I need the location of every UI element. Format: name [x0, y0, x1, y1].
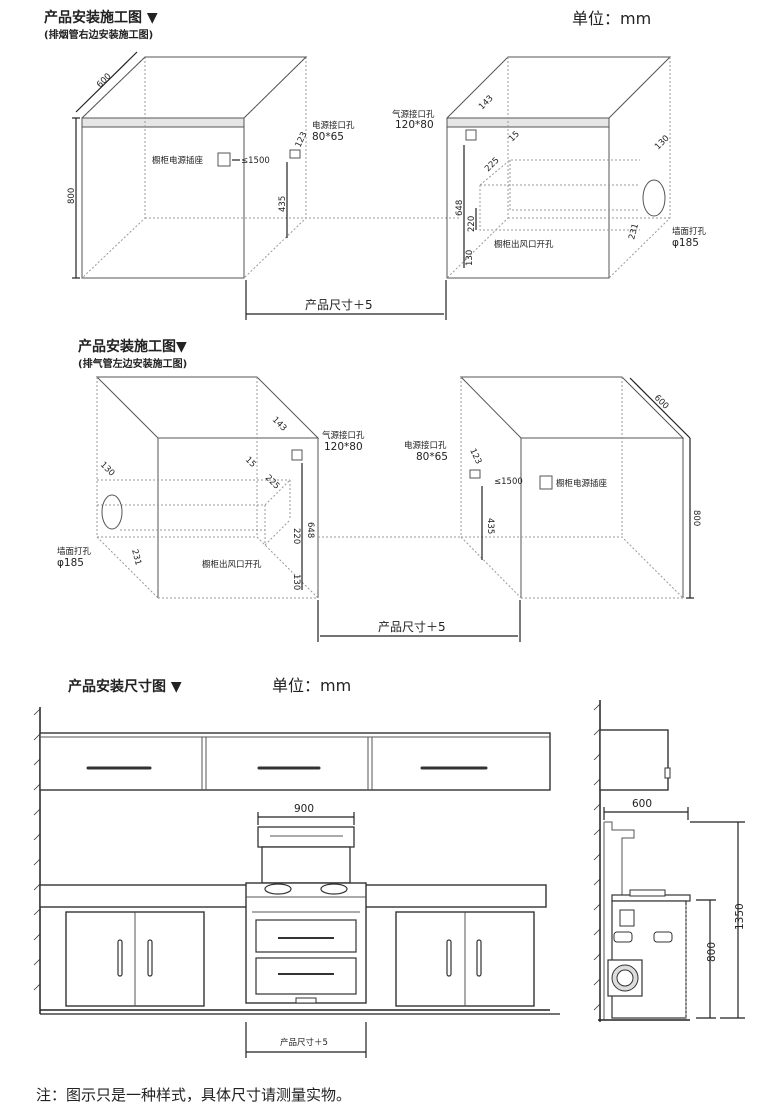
- dim-435: 435: [278, 196, 288, 212]
- section-2-title: 产品安装施工图▼: [78, 338, 187, 355]
- wall-hole-label: 墙面打孔: [672, 226, 707, 237]
- side-total-height-label: 1350: [734, 903, 746, 930]
- power-socket-label-2: 橱柜电源插座: [556, 478, 608, 489]
- dim-130-bottom-2: 130: [291, 574, 301, 590]
- power-socket-icon-2: [539, 475, 553, 490]
- section-1-left-cabinet: 800 600 橱柜电源插座 ≤1500 电源接口孔 80*65 123 435: [67, 51, 460, 279]
- dim-123-2: 123: [467, 447, 483, 466]
- burner-left-icon: [264, 883, 292, 895]
- section-1-right-exhaust: 产品安装施工图 ▼ (排烟管右边安装施工图) 单位：mm 800 600 橱柜电…: [44, 9, 707, 320]
- wall-hole-icon-2: [101, 494, 123, 530]
- front-view: 900 产品尺寸＋5: [33, 707, 560, 1058]
- dim-648-2: 648: [305, 522, 315, 538]
- gas-hole-icon-2: [291, 449, 303, 461]
- side-depth-label: 600: [632, 798, 652, 810]
- gas-hole-size: 120*80: [395, 119, 434, 131]
- outlet-label: 橱柜出风口开孔: [494, 239, 554, 250]
- section-2-right-cabinet: 600 800 电源接口孔 80*65 123 435 ≤1500 橱柜电源插座: [318, 376, 701, 599]
- side-upper-cabinet: [599, 729, 669, 791]
- left-cabinet-height: 800: [67, 188, 77, 204]
- oven-door-upper: [255, 919, 357, 953]
- dim-143: 143: [477, 94, 496, 113]
- section-1-subtitle: (排烟管右边安装施工图): [44, 28, 153, 41]
- section-2-gap-label: 产品尺寸＋5: [378, 620, 446, 634]
- power-hole-icon-2: [469, 469, 481, 479]
- section-1-unit: 单位：mm: [572, 9, 651, 28]
- section-2-left-cabinet: 气源接口孔 120*80 143 15 225 130 648 220 130 …: [57, 376, 365, 599]
- dim-123: 123: [294, 130, 310, 149]
- section-1-gap-label: 产品尺寸＋5: [305, 298, 373, 312]
- footer-note: 注：图示只是一种样式，具体尺寸请测量实物。: [36, 1086, 351, 1104]
- section-3-unit: 单位：mm: [272, 676, 351, 695]
- side-height-label: 800: [706, 942, 718, 962]
- dim-231: 231: [627, 223, 641, 241]
- burner-right-icon: [320, 883, 348, 895]
- socket-height: ≤1500: [241, 156, 270, 166]
- power-hole-size-2: 80*65: [416, 451, 448, 463]
- gas-hole-icon: [465, 129, 477, 141]
- front-width-label: 900: [294, 803, 314, 815]
- side-view: 600 800 1350: [593, 700, 746, 1022]
- section-1-right-cabinet: 气源接口孔 120*80 143 15 225 130 648 220 130 …: [392, 56, 707, 279]
- power-hole-label: 电源接口孔: [312, 120, 355, 131]
- dim-225: 225: [483, 156, 502, 175]
- upper-cabinets: [39, 732, 551, 791]
- dim-231-2: 231: [129, 548, 143, 566]
- section-2-subtitle: (排气管左边安装施工图): [78, 357, 187, 370]
- dim-220-2: 220: [291, 528, 301, 544]
- front-gap-label: 产品尺寸＋5: [280, 1037, 328, 1048]
- section-1-title: 产品安装施工图 ▼: [44, 9, 158, 26]
- power-hole-size: 80*65: [312, 131, 344, 143]
- dim-225-2: 225: [263, 473, 282, 492]
- wall-hole-size: φ185: [672, 237, 699, 249]
- section-2-left-exhaust: 产品安装施工图▼ (排气管左边安装施工图) 气源接口孔 120*80 143 1…: [57, 338, 701, 642]
- dim-130-side: 130: [653, 134, 672, 153]
- integrated-stove: [245, 826, 367, 1004]
- outlet-label-2: 橱柜出风口开孔: [202, 559, 262, 570]
- dim-220: 220: [467, 216, 477, 232]
- dim-130-side-2: 130: [98, 460, 117, 479]
- wall-hole-label-2: 墙面打孔: [57, 546, 92, 557]
- dim-15-2: 15: [243, 455, 258, 470]
- section-3-dimensions: 产品安装尺寸图 ▼ 单位：mm: [33, 676, 746, 1058]
- power-hole-icon: [289, 149, 301, 159]
- gas-hole-label: 气源接口孔: [392, 109, 435, 120]
- power-socket-icon: [217, 152, 231, 167]
- section-3-title: 产品安装尺寸图 ▼: [68, 678, 182, 695]
- power-hole-label-2: 电源接口孔: [404, 440, 447, 451]
- gas-hole-size-2: 120*80: [324, 441, 363, 453]
- dim-130-bottom: 130: [465, 250, 475, 266]
- socket-height-2: ≤1500: [494, 477, 523, 487]
- left-cabinet-width: 600: [95, 72, 114, 91]
- right-cabinet-width-2: 600: [652, 393, 671, 412]
- left-cabinet-front: [81, 117, 245, 279]
- dim-143-2: 143: [270, 415, 289, 434]
- dim-435-2: 435: [485, 518, 495, 534]
- oven-door-lower: [255, 957, 357, 995]
- right-cabinet-height-2: 800: [691, 510, 701, 526]
- gas-hole-label-2: 气源接口孔: [322, 430, 365, 441]
- wall-hole-size-2: φ185: [57, 557, 84, 569]
- power-socket-label: 橱柜电源插座: [152, 155, 204, 166]
- wall-hole-icon: [642, 179, 666, 217]
- dim-15: 15: [507, 129, 522, 144]
- dim-648: 648: [455, 200, 465, 216]
